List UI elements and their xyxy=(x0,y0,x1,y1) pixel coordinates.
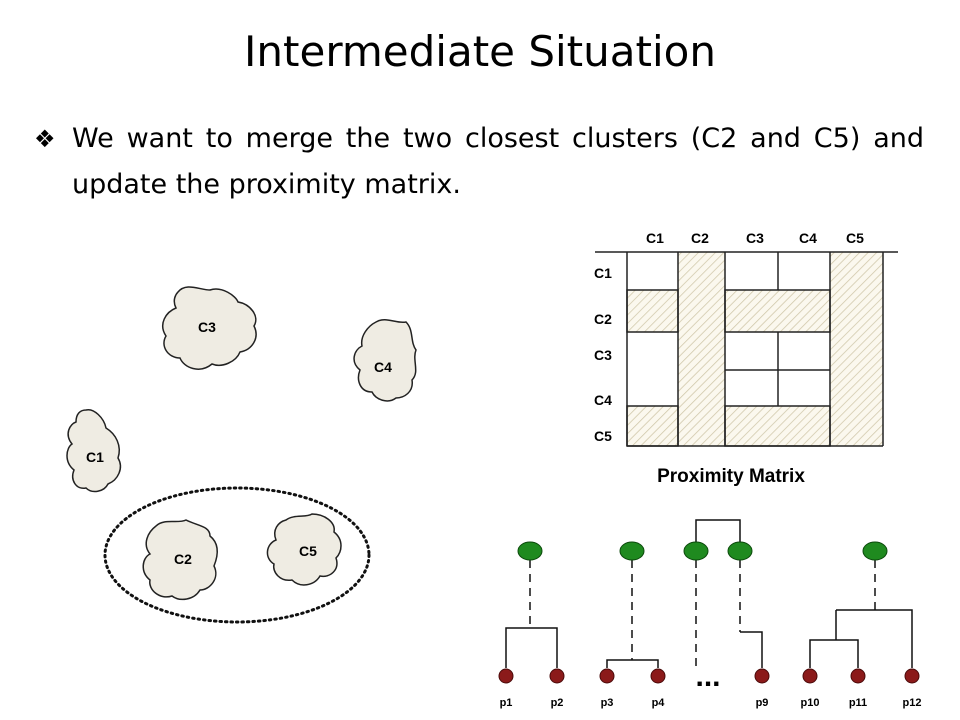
matrix-row-header-c3: C3 xyxy=(594,347,612,363)
cluster-c4-label: C4 xyxy=(374,359,392,375)
matrix-col-header-c1: C1 xyxy=(646,230,664,246)
bullet-text: We want to merge the two closest cluster… xyxy=(72,123,924,200)
leaf-labels: p1 p2 p3 p4 p9 p10 p11 p12 xyxy=(500,697,922,709)
cluster-node xyxy=(727,541,753,561)
dendrogram-nodes xyxy=(517,541,888,561)
matrix-row-header-c5: C5 xyxy=(594,428,612,444)
cluster-c3-label: C3 xyxy=(198,319,216,335)
leaf-node xyxy=(599,668,615,684)
matrix-col-header-c3: C3 xyxy=(746,230,764,246)
proximity-matrix: C1 C2 C3 C4 C5 C1 C2 C3 C4 C5 Proximity … xyxy=(594,230,898,487)
leaf-node xyxy=(904,668,920,684)
merge-highlight-ellipse xyxy=(103,486,371,624)
cluster-c1-blob xyxy=(66,409,122,493)
matrix-row-header-c1: C1 xyxy=(594,265,612,281)
cluster-c3-blob xyxy=(162,286,257,370)
matrix-col-header-c4: C4 xyxy=(799,230,817,246)
cluster-node xyxy=(517,541,543,561)
leaf-node xyxy=(549,668,565,684)
dendrogram-leaves xyxy=(498,668,920,684)
leaf-label-p11: p11 xyxy=(849,697,867,709)
leaf-node xyxy=(754,668,770,684)
dendrogram-lines xyxy=(505,519,913,668)
leaf-label-p12: p12 xyxy=(903,697,922,709)
cluster-c5-label: C5 xyxy=(299,543,317,559)
cluster-c1-label: C1 xyxy=(86,449,104,465)
dendrogram: ... p1 p2 p3 p4 p9 p10 p11 p12 xyxy=(498,519,922,709)
diamond-bullet-icon: ❖ xyxy=(34,125,56,153)
matrix-row-header-c4: C4 xyxy=(594,392,612,408)
leaf-label-p1: p1 xyxy=(500,697,513,709)
cluster-c4-blob xyxy=(353,319,417,402)
matrix-caption: Proximity Matrix xyxy=(657,466,805,487)
cluster-diagram: C3 C4 C1 C2 C5 xyxy=(66,286,417,624)
cluster-c5-blob xyxy=(266,513,342,586)
cluster-node xyxy=(862,541,888,561)
leaf-label-p2: p2 xyxy=(551,697,564,709)
slide-title: Intermediate Situation xyxy=(244,27,716,76)
leaf-label-p4: p4 xyxy=(652,697,666,709)
cluster-c2-blob xyxy=(142,519,218,601)
matrix-row-header-c2: C2 xyxy=(594,311,612,327)
leaf-node xyxy=(802,668,818,684)
cluster-node xyxy=(619,541,645,561)
cluster-c2-label: C2 xyxy=(174,551,192,567)
bullet-point: ❖ We want to merge the two closest clust… xyxy=(34,116,924,208)
matrix-col-header-c2: C2 xyxy=(691,230,709,246)
dendrogram-ellipsis: ... xyxy=(695,660,720,693)
leaf-label-p10: p10 xyxy=(801,697,820,709)
leaf-node xyxy=(850,668,866,684)
leaf-label-p9: p9 xyxy=(756,697,769,709)
cluster-node xyxy=(683,541,709,561)
matrix-col-c2-hatch xyxy=(678,252,725,446)
leaf-node xyxy=(650,668,666,684)
leaf-node xyxy=(498,668,514,684)
matrix-grid xyxy=(595,251,898,447)
matrix-col-c5-hatch xyxy=(830,252,883,446)
leaf-label-p3: p3 xyxy=(601,697,614,709)
matrix-col-header-c5: C5 xyxy=(846,230,864,246)
